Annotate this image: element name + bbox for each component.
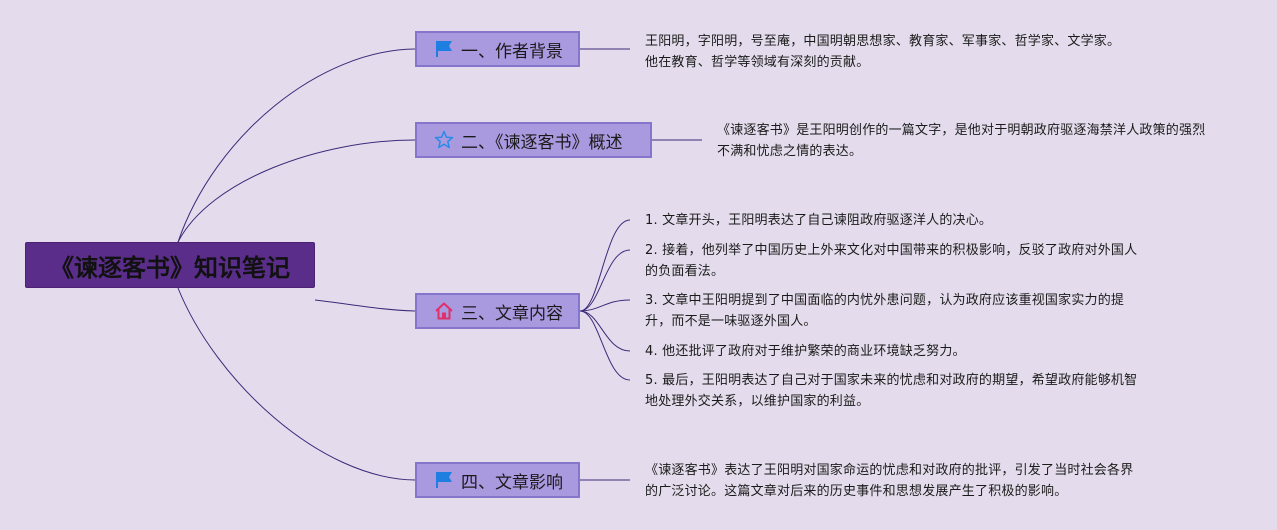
edge-branch-3-leaf-2 xyxy=(579,249,631,312)
edge-branch-3-leaf-3 xyxy=(579,299,631,312)
home-icon xyxy=(433,300,455,322)
branch-label: 三、文章内容 xyxy=(461,303,563,324)
leaf-text: 5. 最后，王阳明表达了自己对于国家未来的忧虑和对政府的期望，希望政府能够机智地… xyxy=(645,373,1138,409)
edge-root-branch-3 xyxy=(314,299,416,312)
branch-node-author-background[interactable]: 一、作者背景 xyxy=(415,31,580,67)
branch-node-influence[interactable]: 四、文章影响 xyxy=(415,462,580,498)
leaf-text: 《谏逐客书》是王阳明创作的一篇文字，是他对于明朝政府驱逐海禁洋人政策的强烈不满和… xyxy=(717,123,1206,159)
leaf-text: 1. 文章开头，王阳明表达了自己谏阻政府驱逐洋人的决心。 xyxy=(645,213,993,228)
star-icon xyxy=(433,129,455,151)
branch-label: 一、作者背景 xyxy=(461,41,563,62)
branch-node-overview[interactable]: 二、《谏逐客书》概述 xyxy=(415,122,652,158)
leaf-text: 4. 他还批评了政府对于维护繁荣的商业环境缺乏努力。 xyxy=(645,344,966,359)
edge-branch-3-leaf-5 xyxy=(579,310,631,381)
edge-root-branch-1 xyxy=(177,48,416,243)
flag-icon xyxy=(433,38,455,60)
flag-icon xyxy=(433,469,455,491)
edge-root-branch-4 xyxy=(177,287,416,481)
branch-label: 二、《谏逐客书》概述 xyxy=(461,132,623,153)
branch-node-content[interactable]: 三、文章内容 xyxy=(415,293,580,329)
edge-branch-3-leaf-4 xyxy=(579,310,631,352)
leaf-text: 3. 文章中王阳明提到了中国面临的内忧外患问题，认为政府应该重视国家实力的提升，… xyxy=(645,293,1125,329)
edge-branch-3-leaf-1 xyxy=(579,219,631,312)
leaf-text: 2. 接着，他列举了中国历史上外来文化对中国带来的积极影响，反驳了政府对外国人的… xyxy=(645,243,1138,279)
edge-root-branch-2 xyxy=(177,139,416,243)
root-node[interactable]: 《谏逐客书》知识笔记 xyxy=(25,242,315,288)
branch-label: 四、文章影响 xyxy=(461,472,563,493)
leaf-text: 《谏逐客书》表达了王阳明对国家命运的忧虑和对政府的批评，引发了当时社会各界的广泛… xyxy=(645,463,1134,499)
leaf-text: 王阳明，字阳明，号至庵，中国明朝思想家、教育家、军事家、哲学家、文学家。他在教育… xyxy=(645,34,1121,70)
